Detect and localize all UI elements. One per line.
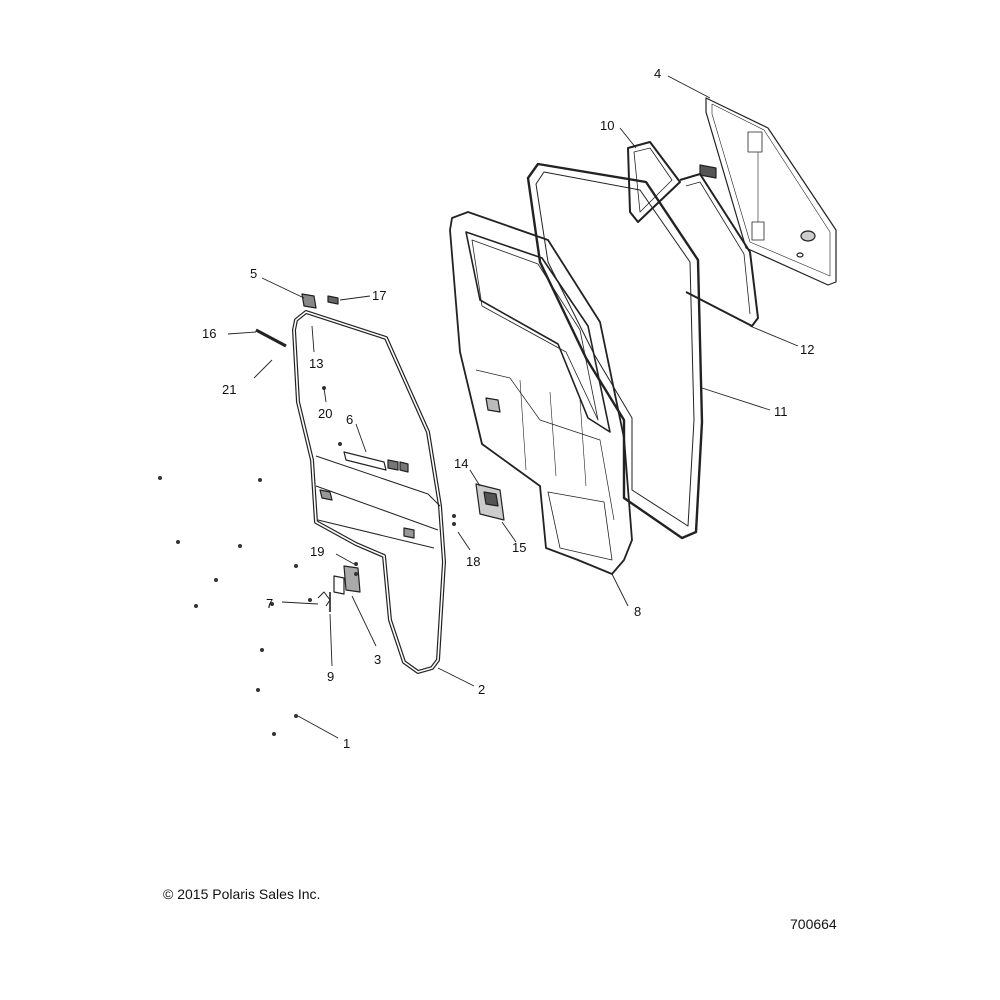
callout-3: 3 bbox=[374, 652, 381, 667]
callout-16: 16 bbox=[202, 326, 216, 341]
part-17-clip bbox=[327, 295, 339, 305]
callout-21: 21 bbox=[222, 382, 236, 397]
callout-9: 9 bbox=[327, 669, 334, 684]
callout-labels: 1 2 3 4 5 6 7 8 9 10 11 12 13 14 15 16 1… bbox=[202, 66, 814, 751]
part-4-window-glass bbox=[699, 97, 837, 286]
part-16-hinge-pin bbox=[255, 328, 287, 348]
callout-7: 7 bbox=[266, 596, 273, 611]
callout-19: 19 bbox=[310, 544, 324, 559]
callout-10: 10 bbox=[600, 118, 614, 133]
drawing-number: 700664 bbox=[790, 916, 837, 932]
part-7-spring bbox=[317, 591, 331, 607]
leader-lines bbox=[227, 75, 799, 739]
callout-15: 15 bbox=[512, 540, 526, 555]
part-3-latch bbox=[333, 565, 361, 595]
part-6-hinge-plate bbox=[343, 451, 409, 473]
callout-20: 20 bbox=[318, 406, 332, 421]
part-14-15-handle bbox=[475, 483, 505, 521]
part-2-door-frame bbox=[292, 310, 446, 674]
callout-6: 6 bbox=[346, 412, 353, 427]
copyright-notice: © 2015 Polaris Sales Inc. bbox=[163, 886, 321, 902]
part-10-window-channel bbox=[627, 141, 759, 327]
callout-14: 14 bbox=[454, 456, 468, 471]
part-11-door-seal bbox=[526, 162, 704, 540]
callout-2: 2 bbox=[478, 682, 485, 697]
part-5-hinge bbox=[301, 293, 317, 309]
callout-5: 5 bbox=[250, 266, 257, 281]
callout-18: 18 bbox=[466, 554, 480, 569]
callout-13: 13 bbox=[309, 356, 323, 371]
callout-12: 12 bbox=[800, 342, 814, 357]
callout-11: 11 bbox=[774, 404, 788, 419]
callout-4: 4 bbox=[654, 66, 661, 81]
fastener-group bbox=[158, 386, 456, 736]
callout-8: 8 bbox=[634, 604, 641, 619]
callout-1: 1 bbox=[343, 736, 350, 751]
callout-17: 17 bbox=[372, 288, 386, 303]
